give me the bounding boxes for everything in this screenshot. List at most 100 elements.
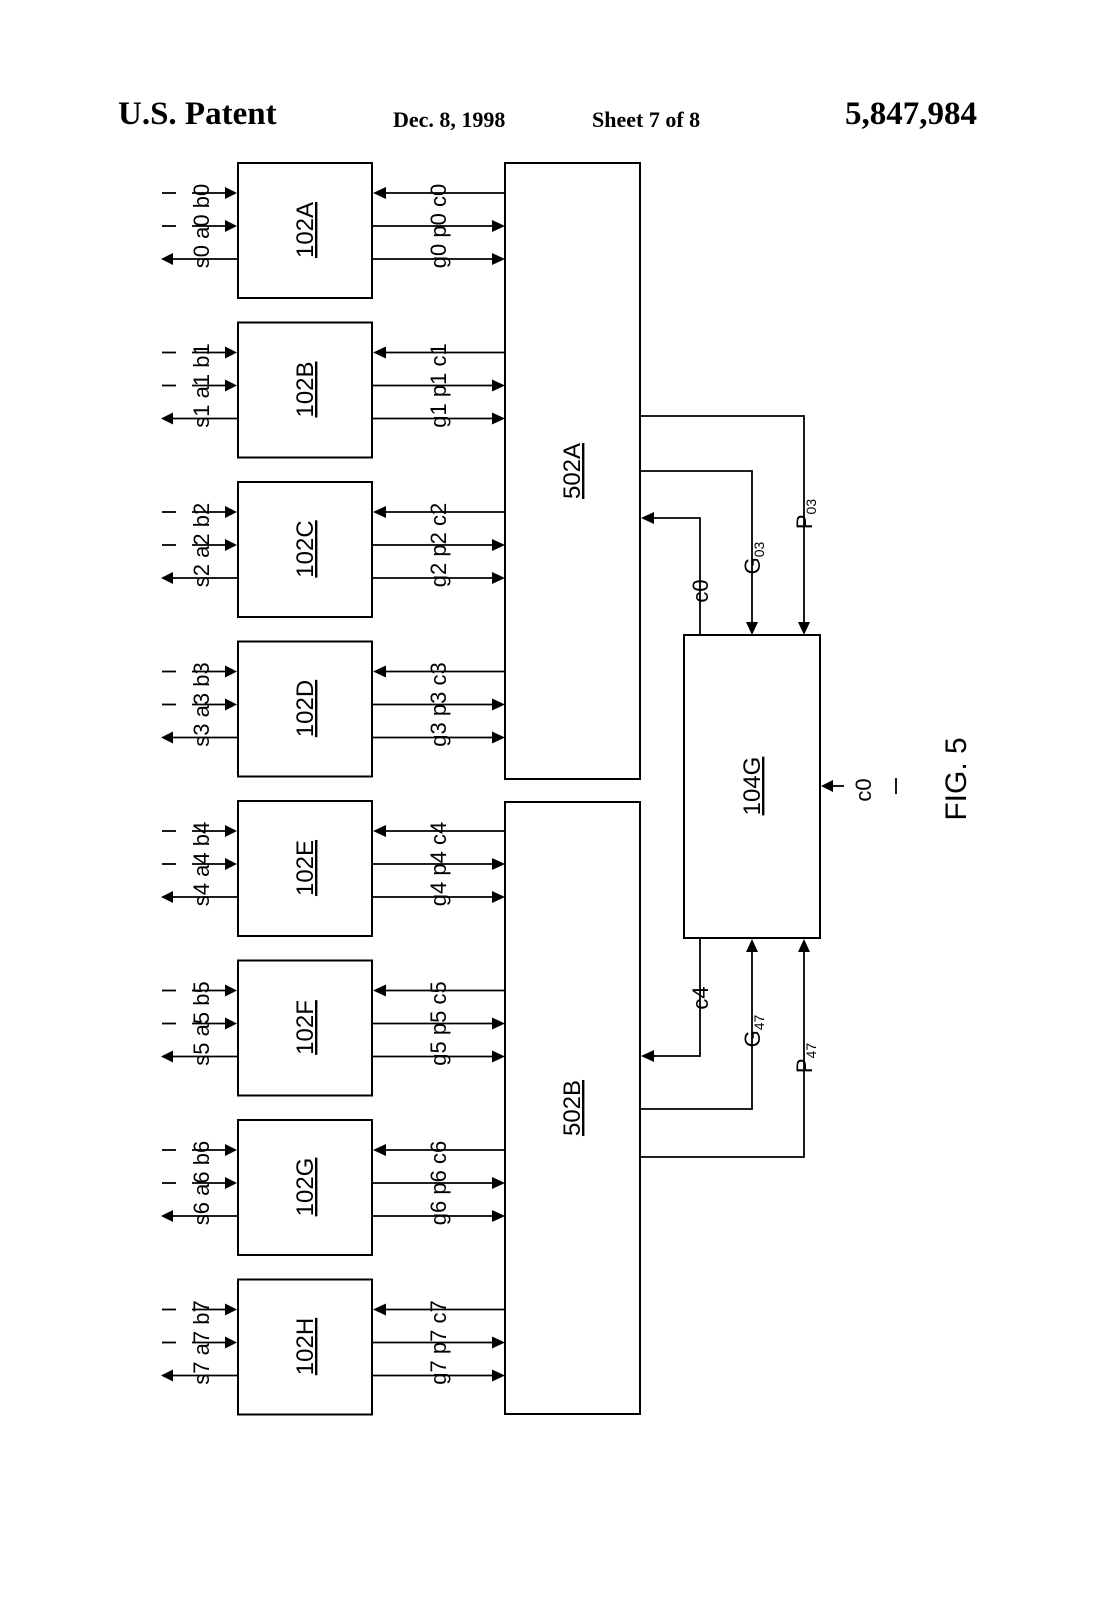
cell-right-signals: g6 p6 c6	[426, 1141, 451, 1225]
wire-c0-input	[821, 778, 897, 794]
arrowhead	[225, 984, 237, 997]
cell-label: 102H	[292, 1318, 319, 1375]
arrowhead	[225, 539, 237, 551]
header-patent-number: 5,847,984	[845, 96, 977, 132]
arrowhead	[225, 858, 237, 870]
wire-p47	[640, 939, 810, 1158]
arrowhead	[225, 698, 237, 711]
arrowhead	[373, 984, 386, 997]
arrowhead	[225, 825, 237, 837]
arrowhead	[161, 1210, 173, 1222]
arrowhead	[225, 220, 237, 232]
arrowhead	[492, 379, 505, 392]
bit-cell-102d: s3 a3 b3 g3 p3 c3 102D	[161, 640, 505, 778]
arrowhead	[225, 379, 237, 392]
signal-c0-label: c0	[688, 579, 713, 602]
arrowhead	[225, 506, 237, 518]
arrowhead	[492, 253, 505, 265]
bit-cell-box	[237, 1119, 373, 1256]
arrowhead	[225, 665, 237, 678]
arrowhead	[225, 1336, 237, 1349]
signal-c4-label: c4	[688, 986, 713, 1009]
arrowhead	[492, 1369, 505, 1382]
header-title: U.S. Patent	[118, 96, 277, 132]
bit-cell-box	[237, 800, 373, 937]
cell-right-signals: g7 p7 c7	[426, 1300, 451, 1384]
signal-p47-sub: 47	[803, 1043, 819, 1059]
signal-g47-label: G47	[740, 1014, 767, 1047]
signal-g47-base: G	[740, 1030, 765, 1047]
arrowhead	[492, 1210, 505, 1222]
arrowhead	[373, 187, 386, 199]
arrowhead	[161, 572, 173, 584]
cell-label: 102B	[292, 361, 319, 417]
header-date: Dec. 8, 1998	[393, 107, 506, 132]
arrowhead	[492, 731, 505, 744]
wire-c4-to-502b	[641, 938, 701, 1062]
cell-right-signals: g4 p4 c4	[426, 822, 451, 906]
cell-left-signals: s1 a1 b1	[189, 343, 214, 427]
bit-cell-box	[237, 959, 373, 1097]
arrowhead	[161, 412, 173, 425]
signal-p03-base: P	[792, 514, 817, 529]
arrowhead	[492, 412, 505, 425]
signal-p03-label: P03	[792, 499, 819, 529]
arrowhead	[492, 858, 505, 870]
signal-p03-sub: 03	[803, 499, 819, 515]
arrowhead	[161, 1369, 173, 1382]
arrowhead	[492, 698, 505, 711]
signal-c0-input-label: c0	[851, 778, 876, 801]
cell-label: 102A	[292, 202, 319, 258]
cell-left-signals: s3 a3 b3	[189, 662, 214, 746]
bit-cell-box	[237, 481, 373, 618]
arrowhead	[492, 220, 505, 232]
cell-label: 102D	[292, 680, 319, 737]
signal-p47-base: P	[792, 1058, 817, 1073]
cell-label: 102G	[292, 1158, 319, 1217]
header-sheet: Sheet 7 of 8	[592, 107, 701, 132]
cell-left-signals: s6 a6 b6	[189, 1141, 214, 1225]
arrowhead	[373, 506, 386, 518]
wire-p03	[640, 415, 810, 635]
arrowhead	[492, 572, 505, 584]
arrowhead	[225, 346, 237, 359]
cell-left-signals: s2 a2 b2	[189, 503, 214, 587]
arrowhead	[161, 891, 173, 903]
cell-right-signals: g3 p3 c3	[426, 662, 451, 746]
wire-c0-to-502a	[641, 512, 701, 635]
signal-g03-sub: 03	[751, 541, 767, 557]
arrowhead	[492, 1017, 505, 1030]
cell-left-signals: s4 a4 b4	[189, 822, 214, 906]
arrowhead	[161, 1050, 173, 1063]
arrowhead	[492, 1050, 505, 1063]
wire-g03	[640, 470, 758, 635]
cell-right-signals: g1 p1 c1	[426, 343, 451, 427]
arrowhead	[373, 1303, 386, 1316]
figure-label: FIG. 5	[940, 737, 973, 820]
arrowhead	[492, 1336, 505, 1349]
arrowhead	[373, 825, 386, 837]
signal-g03-label: G03	[740, 541, 767, 574]
signal-g03-base: G	[740, 557, 765, 574]
arrowhead	[492, 1177, 505, 1189]
bit-cell-box	[237, 1278, 373, 1416]
bit-cell-102b: s1 a1 b1 g1 p1 c1 102B	[161, 321, 505, 459]
cell-left-signals: s0 a0 b0	[189, 184, 214, 268]
signal-g47-sub: 47	[751, 1014, 767, 1030]
bit-cell-box	[237, 640, 373, 778]
bit-cell-box	[237, 162, 373, 299]
arrowhead	[225, 187, 237, 199]
arrowhead	[492, 539, 505, 551]
arrowhead	[225, 1177, 237, 1189]
bit-cell-102g: s6 a6 b6 g6 p6 c6 102G	[161, 1119, 505, 1256]
cell-right-signals: g2 p2 c2	[426, 503, 451, 587]
cell-label: 102C	[292, 520, 319, 577]
cell-label: 102F	[292, 1000, 319, 1055]
lookahead-block-104g-label: 104G	[739, 757, 766, 816]
group-block-502a-label: 502A	[559, 443, 586, 499]
group-block-502b-label: 502B	[559, 1080, 586, 1136]
